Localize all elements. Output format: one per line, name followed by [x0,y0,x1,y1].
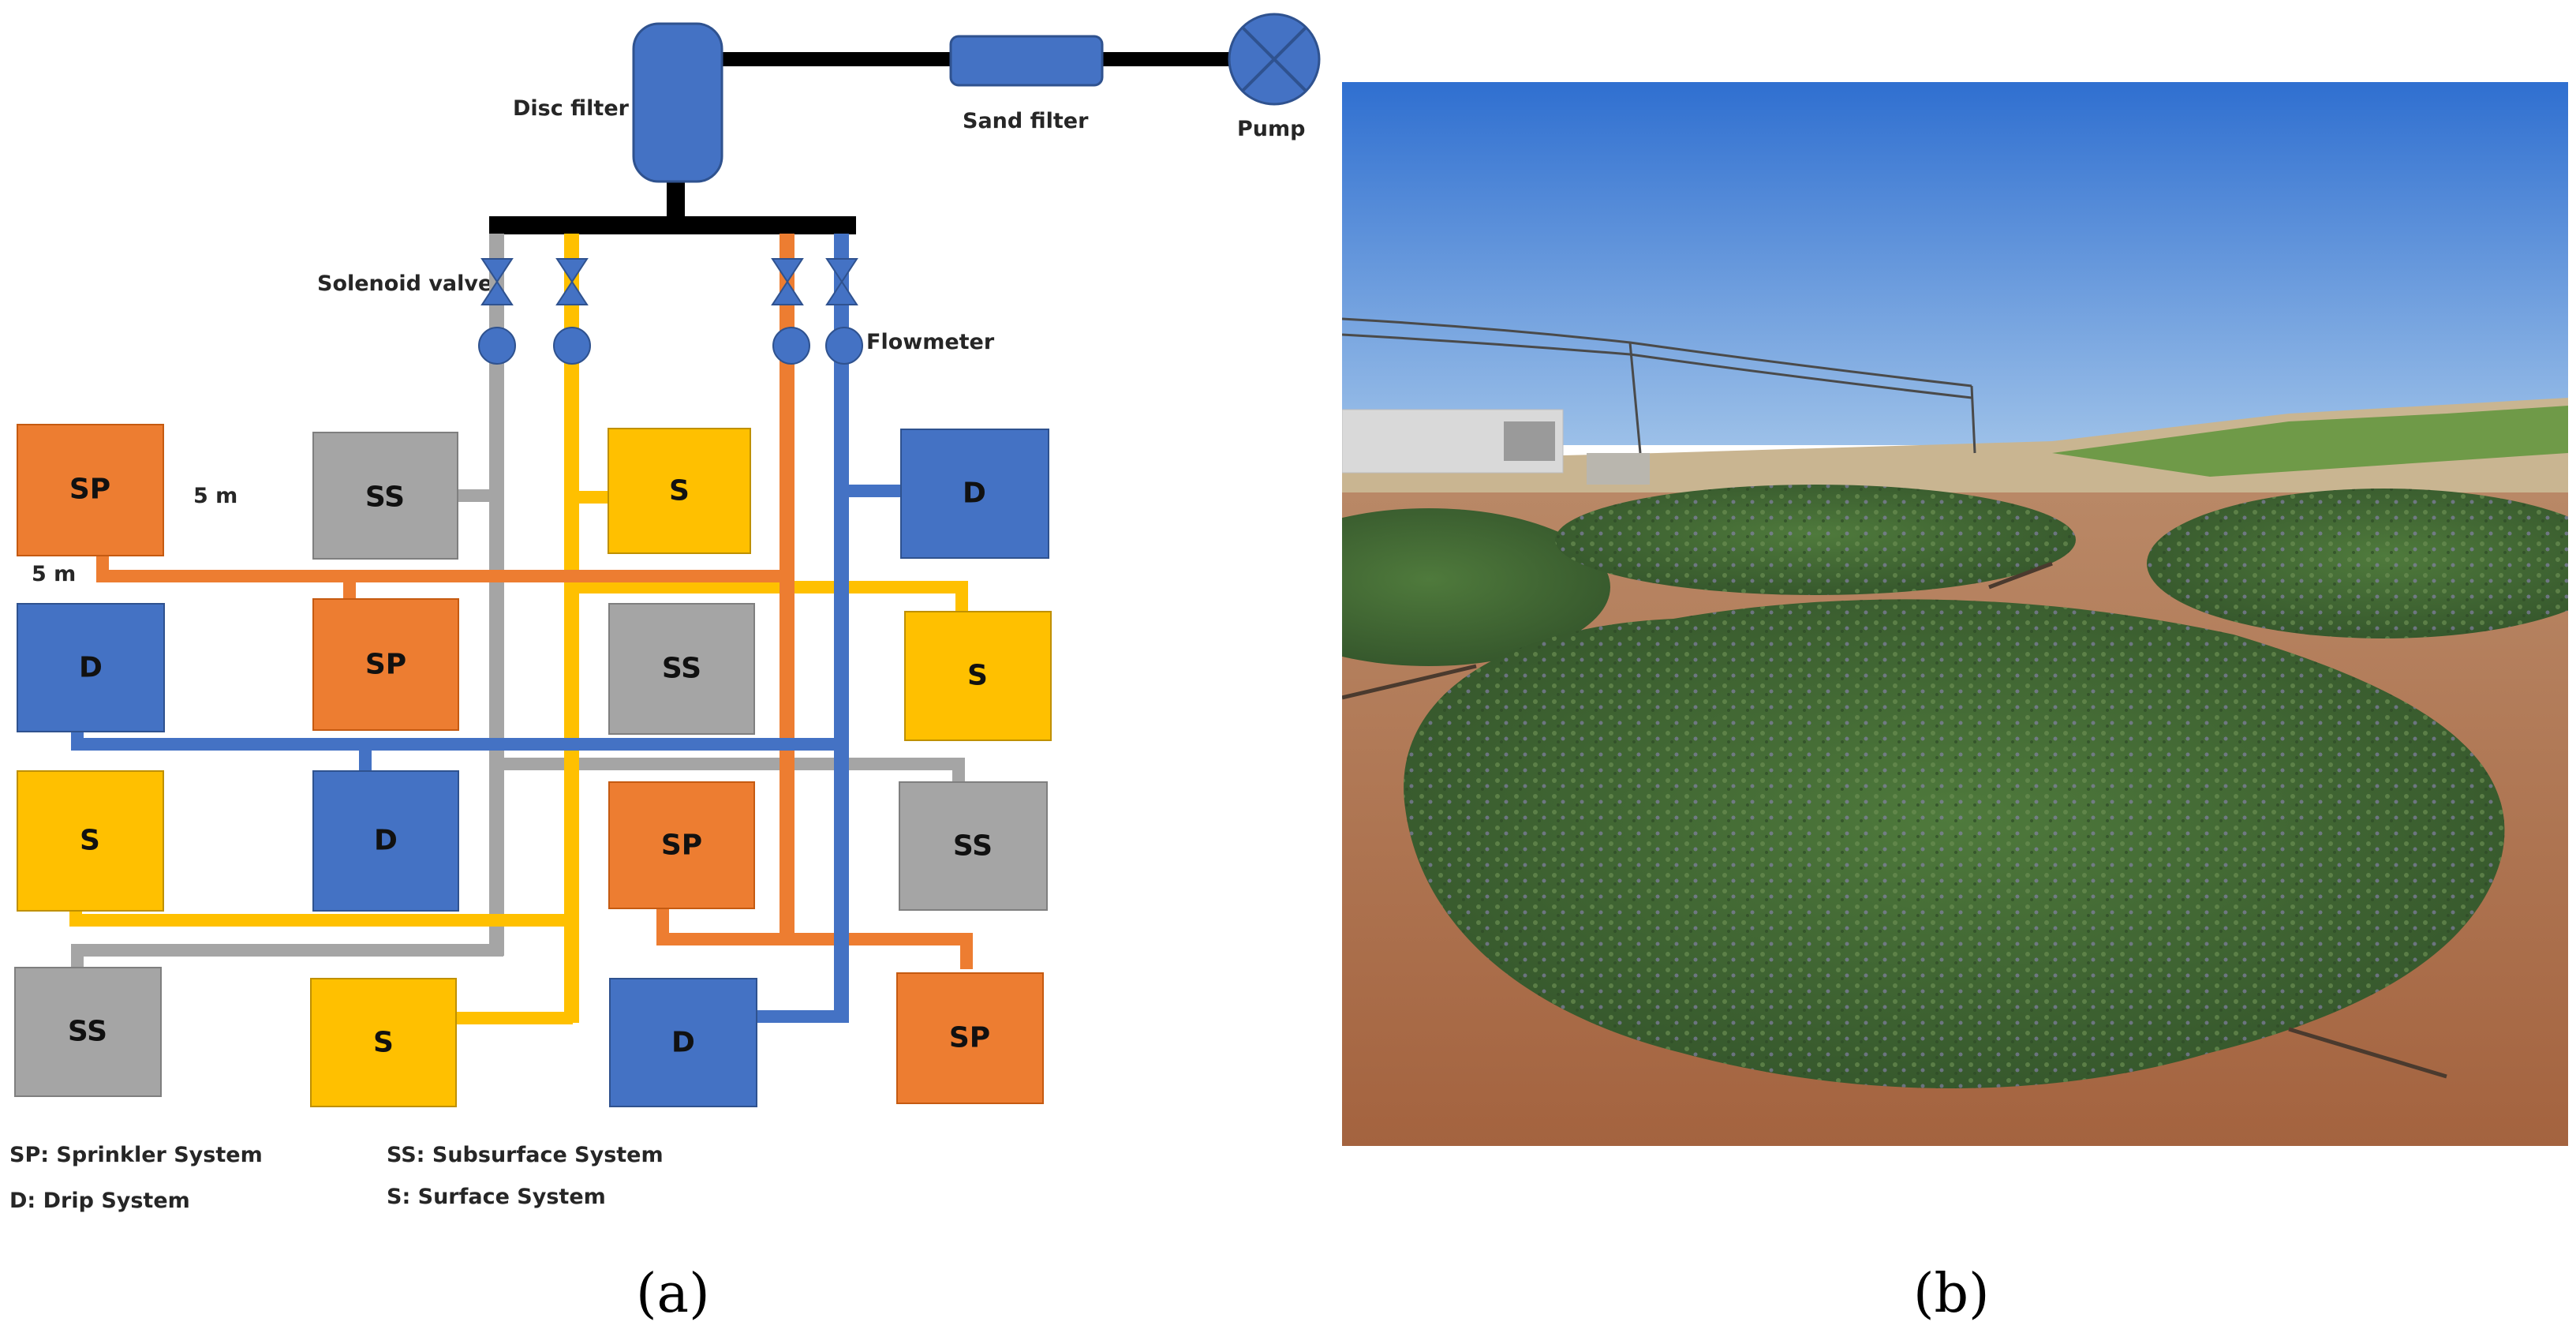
plot-r4c3 [609,978,757,1107]
plot-r2c2-label: SP [365,649,406,681]
plot-r3c4 [899,781,1048,911]
plot-r2c1-label: D [79,652,103,684]
plot-r2c4-label: S [967,660,988,692]
sand-filter [949,35,1104,87]
plot-r4c4 [896,972,1044,1104]
disc-filter-label: Disc filter [513,96,630,121]
plot-r1c4 [900,429,1049,559]
plot-r3c2 [312,770,459,912]
plot-r3c3 [608,781,755,909]
plot-r3c1-label: S [80,825,100,857]
plot-r4c2 [310,978,457,1107]
pump-icon [1228,13,1321,106]
irrigation-layout-diagram: Disc filter Sand filter Pump Solenoid va… [9,13,1321,1213]
plot-r4c2-label: S [373,1027,394,1059]
plot-r1c4-label: D [963,477,986,510]
spacing-vertical-label: 5 m [32,562,76,586]
spacing-horizontal-label: 5 m [193,484,237,508]
supply-line [489,52,1251,234]
disc-filter [632,22,723,183]
legend-drip: D: Drip System [9,1189,190,1213]
drip-pipe-network [71,234,901,1023]
plot-r1c3-label: S [669,475,690,507]
plot-grid: SP SS S D D SP SS S S D SP SS SS S D SP [14,424,1052,1107]
plot-r2c2 [312,598,459,731]
sprinkler-pipe-network [96,234,973,969]
legend-surface: S: Surface System [387,1185,606,1209]
plot-r3c4-label: SS [953,830,993,863]
legend: SP: Sprinkler System SS: Subsurface Syst… [9,1143,664,1213]
surface-pipe-network [69,234,968,1024]
plot-r4c4-label: SP [949,1022,990,1054]
plot-r1c2 [312,432,458,560]
alfalfa-field-photo [1342,82,2568,1146]
plot-r2c3-label: SS [662,653,701,685]
plot-r1c1 [17,424,164,556]
panel-a-caption: (a) [636,1263,710,1325]
plot-r2c1 [17,603,165,732]
plot-r1c2-label: SS [365,481,405,514]
flowmeters [478,327,863,365]
plot-r2c3 [608,603,755,735]
plot-r1c1-label: SP [69,474,110,506]
plot-r3c3-label: SP [661,829,702,862]
plot-r4c1 [14,967,162,1097]
plot-r2c4 [904,611,1052,741]
solenoid-valve-label: Solenoid valve [317,271,492,296]
legend-subsurface: SS: Subsurface System [387,1143,664,1167]
legend-sprinkler: SP: Sprinkler System [9,1143,263,1167]
sand-filter-label: Sand filter [963,109,1089,133]
plot-r4c3-label: D [671,1027,695,1059]
plot-r3c2-label: D [374,825,398,857]
flowmeter-label: Flowmeter [866,330,995,354]
plot-r4c1-label: SS [68,1016,107,1048]
plot-r3c1 [17,770,164,912]
pump-label: Pump [1237,117,1305,141]
solenoid-valves [480,258,858,305]
plot-r1c3 [608,428,751,554]
panel-b-caption: (b) [1913,1263,1990,1325]
